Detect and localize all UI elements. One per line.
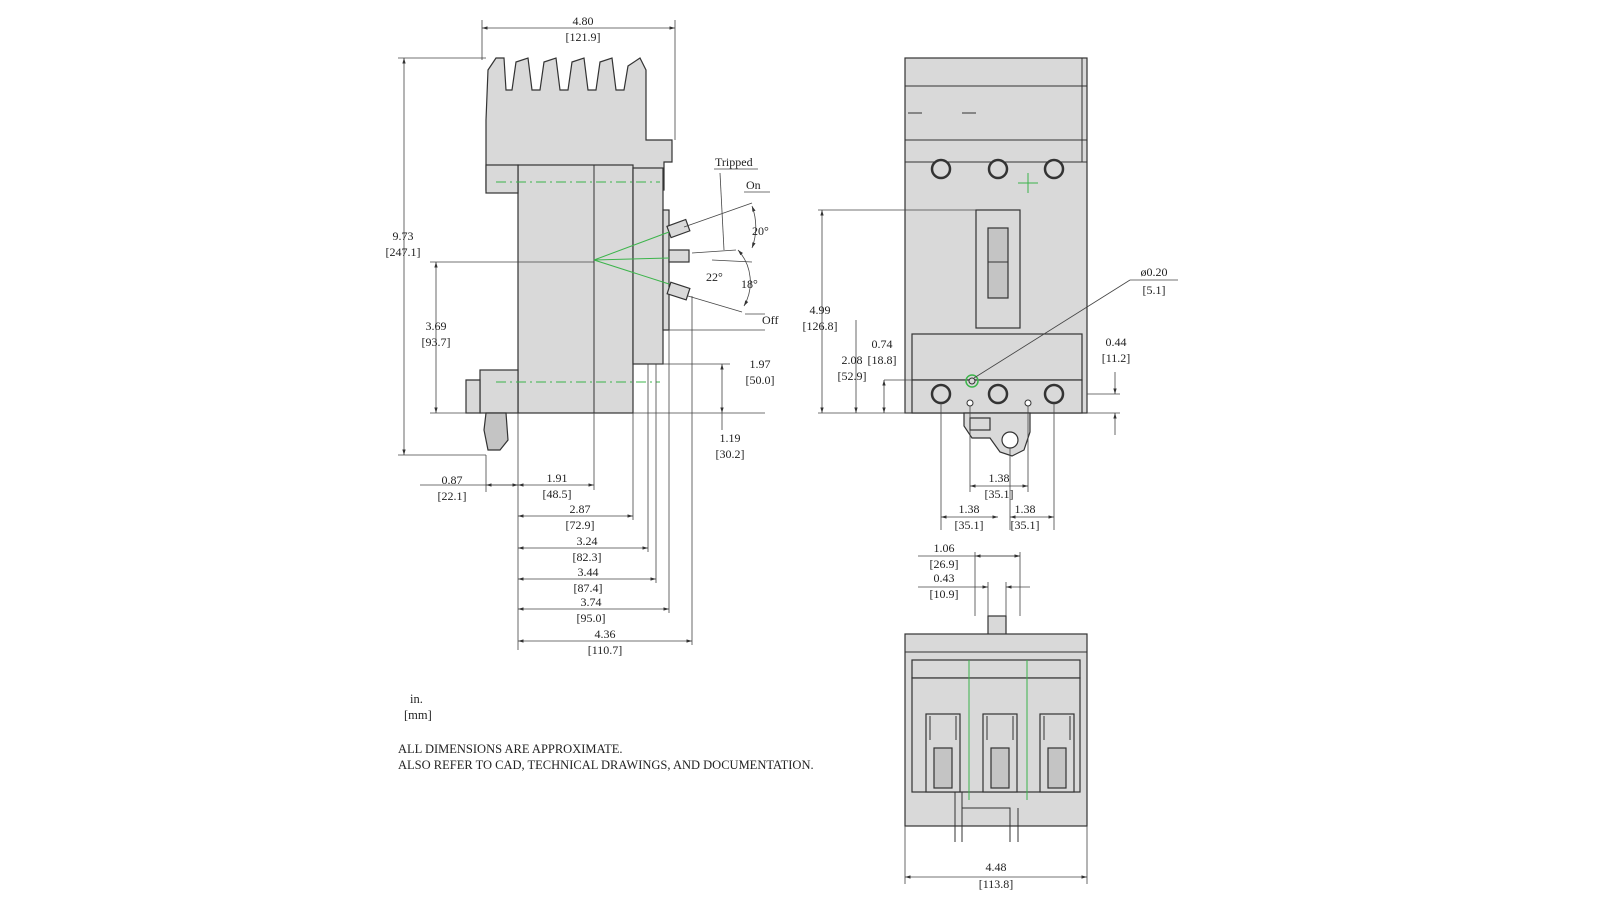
units-primary: in.	[410, 692, 423, 706]
mounting-clip	[483, 412, 509, 451]
dim-base-bottom-in: 1.19	[720, 431, 741, 445]
label-off: Off	[762, 313, 778, 327]
label-angle-off: 18°	[741, 277, 758, 291]
breaker-housing	[517, 164, 634, 414]
lower-terminal-block	[479, 369, 519, 414]
dim-overall-width-in: 4.80	[573, 14, 594, 28]
dim-terminal-offset-mm: [11.2]	[1102, 351, 1131, 365]
lower-trim	[911, 333, 1083, 381]
dim-handle-base-in: 1.97	[750, 357, 771, 371]
mounting-hole	[965, 374, 979, 388]
dim-rear-offset-mm: [22.1]	[438, 489, 467, 503]
dim-rear-offset-in: 0.87	[442, 473, 463, 487]
dim-depth-3-mm: [82.3]	[573, 550, 602, 564]
front-handle	[987, 227, 1009, 299]
bottom-view: 1.06 [26.9] 0.43 [10.9] 4.48 [113.8]	[904, 541, 1088, 891]
dim-depth-5-mm: [95.0]	[577, 611, 606, 625]
dim-depth-2-in: 2.87	[570, 502, 591, 516]
dim-depth-1-in: 1.91	[547, 471, 568, 485]
dim-depth-1-mm: [48.5]	[543, 487, 572, 501]
handle-tab	[987, 615, 1007, 637]
handle-cover	[632, 167, 664, 365]
dim-pole-spacing-right-in: 1.38	[1015, 502, 1036, 516]
dim-hole-offset-in: 0.74	[872, 337, 893, 351]
dim-depth-4-mm: [87.4]	[574, 581, 603, 595]
label-angle-tripped: 22°	[706, 270, 723, 284]
dim-tab-offset-in: 0.43	[934, 571, 955, 585]
dim-base-bottom-mm: [30.2]	[716, 447, 745, 461]
dim-pole-spacing-center-in: 1.38	[989, 471, 1010, 485]
units-legend: in. [mm]	[404, 691, 432, 723]
handle-off	[666, 281, 691, 301]
mounting-rails	[954, 792, 1019, 842]
dim-hole-height-in: 2.08	[842, 353, 863, 367]
dim-tab-offset-mm: [10.9]	[930, 587, 959, 601]
units-secondary: [mm]	[404, 708, 432, 722]
label-tripped: Tripped	[715, 155, 753, 169]
dim-depth-2-mm: [72.9]	[566, 518, 595, 532]
dim-pole-spacing-left-in: 1.38	[959, 502, 980, 516]
dim-pole-spacing-right-mm: [35.1]	[1011, 518, 1040, 532]
dim-hole-offset-mm: [18.8]	[868, 353, 897, 367]
dim-handle-height-mm: [126.8]	[803, 319, 838, 333]
dim-depth-3-in: 3.24	[577, 534, 598, 548]
dim-pole-spacing-left-mm: [35.1]	[955, 518, 984, 532]
dim-bottom-width-in: 4.48	[986, 860, 1007, 874]
bottom-terminals	[930, 383, 1065, 405]
dim-depth-5-in: 3.74	[581, 595, 602, 609]
bottom-lugs	[925, 713, 1075, 793]
dim-mount-handle-mm: [93.7]	[422, 335, 451, 349]
dim-handle-height-in: 4.99	[810, 303, 831, 317]
housing-top-step	[485, 164, 519, 194]
handle-tripped	[668, 249, 690, 263]
side-view: 4.80 [121.9] 9.73 [247.1] 3.69 [93.7] 1.…	[386, 14, 779, 657]
handle-escutcheon	[662, 209, 670, 331]
dim-overall-height-mm: [247.1]	[386, 245, 421, 259]
dim-depth-4-in: 3.44	[578, 565, 599, 579]
line-terminal-comb	[485, 57, 673, 191]
dim-terminal-offset-in: 0.44	[1106, 335, 1127, 349]
label-on: On	[746, 178, 761, 192]
dim-hole-height-mm: [52.9]	[838, 369, 867, 383]
dim-overall-height-in: 9.73	[393, 229, 414, 243]
note-approximate: ALL DIMENSIONS ARE APPROXIMATE.	[398, 742, 623, 756]
dim-bottom-width-mm: [113.8]	[979, 877, 1014, 891]
dim-tab-width-in: 1.06	[934, 541, 955, 555]
dim-overall-width-mm: [121.9]	[566, 30, 601, 44]
dim-handle-base-mm: [50.0]	[746, 373, 775, 387]
dim-tab-width-mm: [26.9]	[930, 557, 959, 571]
dim-hole-diameter-in: ø0.20	[1141, 265, 1168, 279]
dim-mount-handle-in: 3.69	[426, 319, 447, 333]
dim-pole-spacing-center-mm: [35.1]	[985, 487, 1014, 501]
dim-depth-6-in: 4.36	[595, 627, 616, 641]
drawing-notes: ALL DIMENSIONS ARE APPROXIMATE. ALSO REF…	[398, 741, 814, 773]
dim-depth-6-mm: [110.7]	[588, 643, 623, 657]
dim-hole-diameter-mm: [5.1]	[1143, 283, 1166, 297]
front-view: 4.99 [126.8] ø0.20 [5.1] 0.74 [18.8] 2.0…	[803, 57, 1178, 532]
note-refer-docs: ALSO REFER TO CAD, TECHNICAL DRAWINGS, A…	[398, 758, 814, 772]
label-angle-on: 20°	[752, 224, 769, 238]
handle-on	[666, 218, 691, 239]
top-terminals	[930, 158, 1065, 180]
